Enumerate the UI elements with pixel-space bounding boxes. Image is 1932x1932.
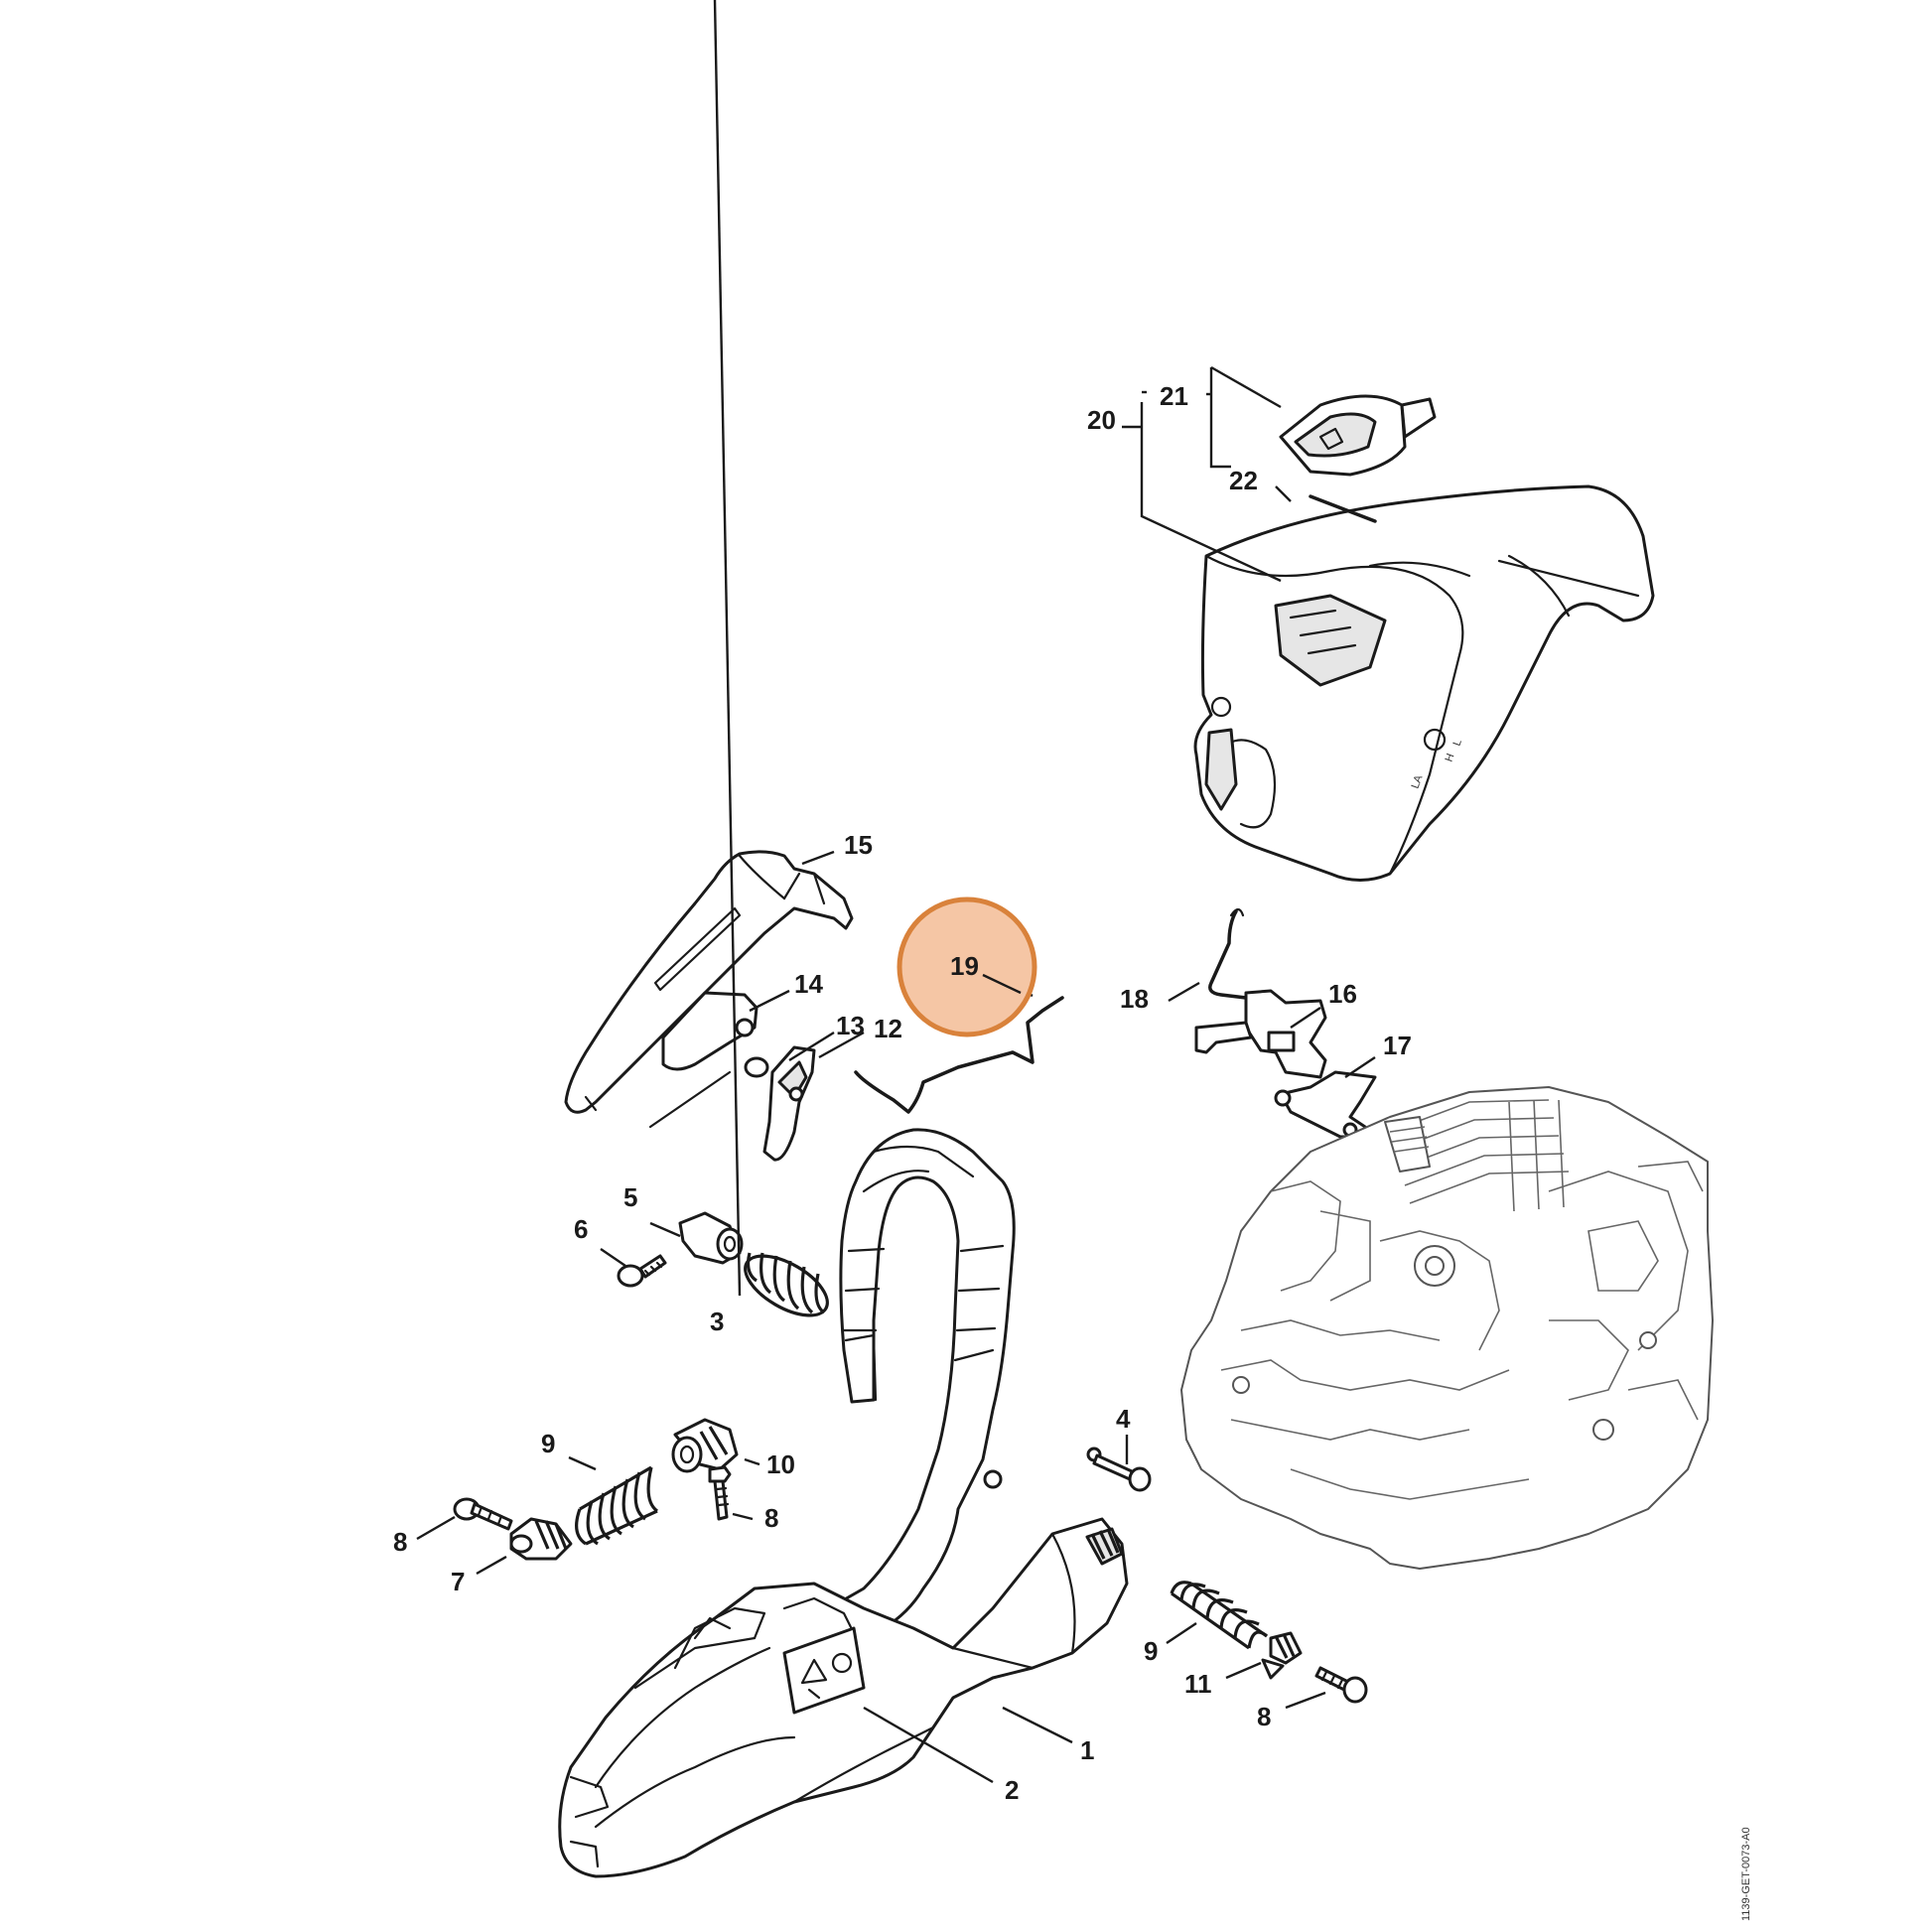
- svg-text:H: H: [1444, 752, 1457, 763]
- callout-1: 1: [1080, 1735, 1094, 1765]
- callout-6: 6: [574, 1214, 588, 1244]
- svg-text:LA: LA: [1410, 773, 1426, 790]
- reference-code: 1139-GET-0073-A0: [1740, 1827, 1752, 1921]
- clip-13-part[interactable]: [744, 1056, 769, 1078]
- handlebar-part[interactable]: [812, 1128, 1016, 1650]
- screw-6-part[interactable]: [617, 1254, 667, 1288]
- callout-10: 10: [766, 1449, 795, 1479]
- engine-block: [1180, 1086, 1714, 1570]
- control-shaft-part[interactable]: [1194, 989, 1327, 1079]
- throttle-trigger-part[interactable]: [762, 1045, 816, 1162]
- leader-lines: [416, 0, 1376, 1784]
- screw-4-part[interactable]: [1086, 1447, 1152, 1492]
- spring-9a-part[interactable]: [575, 1465, 659, 1546]
- callout-17: 17: [1383, 1031, 1412, 1060]
- buffer-5-part[interactable]: [678, 1211, 744, 1265]
- callout-20: 20: [1087, 405, 1116, 435]
- filter-cap-part[interactable]: [1279, 394, 1437, 477]
- callout-3: 3: [710, 1307, 724, 1336]
- screw-8b-part[interactable]: [708, 1465, 732, 1521]
- screw-8a-part[interactable]: [453, 1497, 513, 1531]
- callout-8a: 8: [393, 1527, 407, 1557]
- callout-16: 16: [1328, 979, 1357, 1009]
- callout-11: 11: [1184, 1669, 1212, 1699]
- callout-15: 15: [844, 830, 873, 860]
- shroud-cover-part[interactable]: LA H L: [1193, 484, 1655, 882]
- callout-8c: 8: [1257, 1702, 1271, 1731]
- callout-9a: 9: [541, 1429, 555, 1458]
- callout-19: 19: [950, 951, 979, 981]
- spring-9b-part[interactable]: [1170, 1581, 1269, 1650]
- handle-molding-part[interactable]: [564, 850, 854, 1114]
- lever-17-part[interactable]: [1274, 1070, 1377, 1139]
- callout-8b: 8: [764, 1503, 778, 1533]
- callout-7: 7: [451, 1567, 465, 1596]
- callout-18: 18: [1120, 984, 1149, 1014]
- callout-2: 2: [1005, 1775, 1019, 1805]
- callout-12: 12: [874, 1014, 902, 1043]
- buffer-7-part[interactable]: [509, 1517, 573, 1561]
- callout-13: 13: [836, 1011, 865, 1040]
- svg-text:L: L: [1451, 738, 1464, 748]
- callout-5: 5: [623, 1182, 637, 1212]
- screw-8c-part[interactable]: [1314, 1666, 1368, 1704]
- highlight-19[interactable]: 19: [897, 897, 1037, 1037]
- pin-22-part[interactable]: [1309, 494, 1377, 523]
- choke-rod-part[interactable]: [1208, 907, 1248, 1000]
- spring-3-part[interactable]: [736, 1244, 837, 1327]
- callout-14: 14: [794, 969, 823, 999]
- rear-handle-part[interactable]: [558, 1517, 1129, 1878]
- highlight-circle[interactable]: [897, 897, 1037, 1037]
- callout-4: 4: [1116, 1404, 1131, 1434]
- callout-labels: 20 21 22 15 14 13 12 18 16 17 5 6 3 4 9 …: [393, 381, 1412, 1805]
- callout-21: 21: [1160, 381, 1188, 411]
- callout-22: 22: [1229, 466, 1258, 495]
- callout-9b: 9: [1144, 1636, 1158, 1666]
- buffer-10-part[interactable]: [671, 1418, 739, 1473]
- torsion-spring-wire-part[interactable]: [854, 996, 1064, 1114]
- buffer-11-part[interactable]: [1261, 1631, 1303, 1680]
